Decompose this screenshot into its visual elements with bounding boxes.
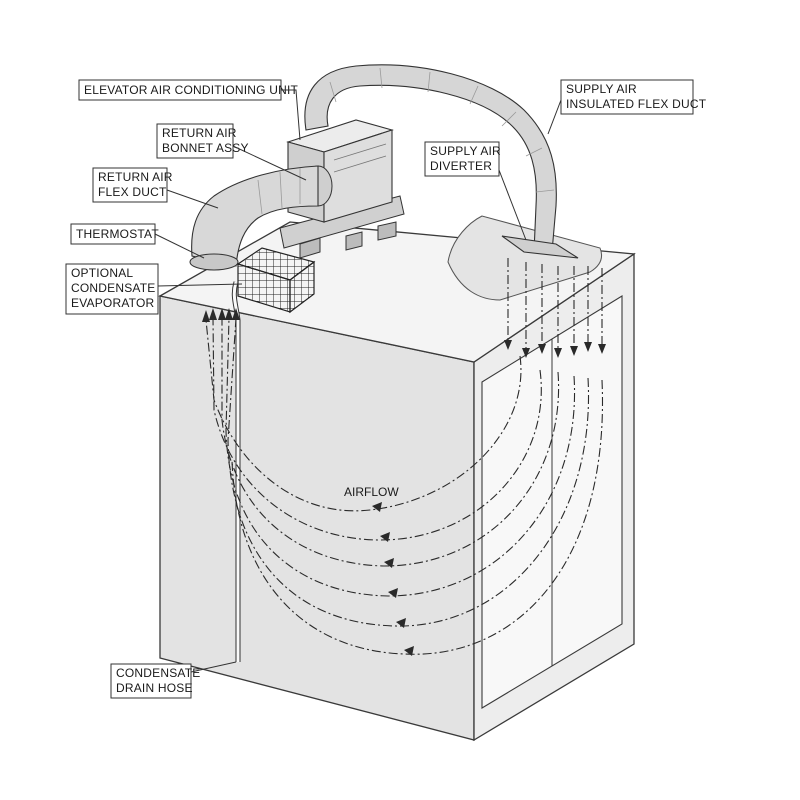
callout-return-flex-text-2: FLEX DUCT [98, 185, 167, 199]
callout-supply-flex-text-1: SUPPLY AIR [566, 82, 637, 96]
callout-return-bonnet-text-1: RETURN AIR [162, 126, 237, 140]
airflow-label: AIRFLOW [344, 485, 399, 499]
callout-diverter-text-1: SUPPLY AIR [430, 144, 501, 158]
return-flex-duct [191, 165, 319, 267]
supply-air-duct [304, 64, 579, 259]
callout-evaporator-text-3: EVAPORATOR [71, 296, 154, 310]
return-air-duct [189, 165, 333, 271]
callout-diverter-text-2: DIVERTER [430, 159, 492, 173]
callout-drain-hose: CONDENSATE DRAIN HOSE [110, 661, 237, 699]
airflow-arrows [202, 258, 606, 656]
callout-thermostat: THERMOSTAT [70, 223, 205, 259]
callout-evaporator: OPTIONAL CONDENSATE EVAPORATOR [65, 263, 243, 315]
callout-return-bonnet-text-2: BONNET ASSY [162, 141, 249, 155]
supply-diverter [501, 235, 579, 259]
car-front-face [159, 295, 475, 741]
callout-evaporator-text-1: OPTIONAL [71, 266, 133, 280]
callout-drain-hose-text-2: DRAIN HOSE [116, 681, 193, 695]
callout-diverter: SUPPLY AIR DIVERTER [424, 141, 527, 241]
callout-drain-hose-text-1: CONDENSATE [116, 666, 200, 680]
supply-flex-duct [304, 64, 557, 253]
supply-down-arrows [504, 258, 606, 358]
callout-return-bonnet: RETURN AIR BONNET ASSY [156, 123, 307, 181]
callout-return-flex-text-1: RETURN AIR [98, 170, 173, 184]
condensate-evaporator [236, 247, 316, 314]
return-duct-collar [189, 253, 239, 271]
callout-supply-flex-text-2: INSULATED FLEX DUCT [566, 97, 707, 111]
callout-ac-unit-text: ELEVATOR AIR CONDITIONING UNIT [84, 83, 298, 97]
callout-ac-unit: ELEVATOR AIR CONDITIONING UNIT [78, 79, 301, 141]
callout-evaporator-text-2: CONDENSATE [71, 281, 155, 295]
top-opening-shadow [447, 215, 603, 301]
callout-return-flex: RETURN AIR FLEX DUCT [92, 167, 219, 209]
callout-thermostat-text: THERMOSTAT [76, 227, 159, 241]
callout-supply-flex: SUPPLY AIR INSULATED FLEX DUCT [547, 79, 707, 135]
